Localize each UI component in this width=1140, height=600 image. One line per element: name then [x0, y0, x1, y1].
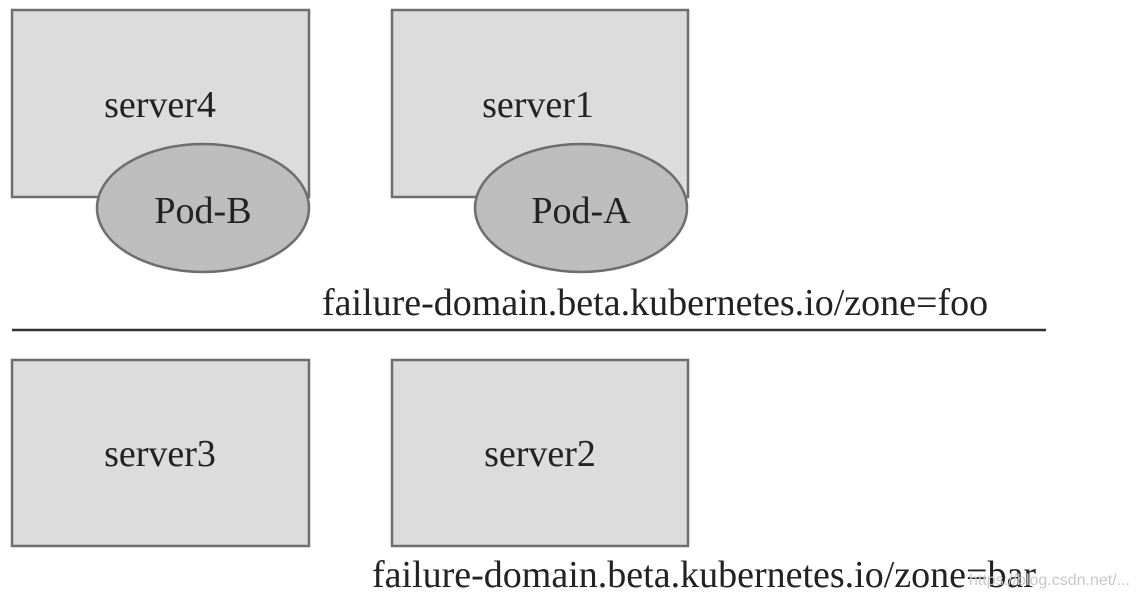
server1-label: server1 [482, 84, 594, 126]
server-node: server2 [390, 358, 690, 548]
server3-box [10, 358, 311, 548]
server-node: server1 Pod-A [390, 8, 690, 274]
server3-label: server3 [104, 433, 216, 475]
zone-foo: server4 Pod-B server1 Pod-A failure-doma… [10, 8, 988, 324]
server-node: server3 [10, 358, 311, 548]
pod-b-label: Pod-B [154, 190, 251, 232]
server2-label: server2 [484, 433, 596, 475]
server-node: server4 Pod-B [10, 8, 311, 274]
watermark-text: https://blog.csdn.net/... [969, 572, 1130, 589]
zone-bar: server3 server2 failure-domain.beta.kube… [10, 358, 1036, 596]
zone-foo-label: failure-domain.beta.kubernetes.io/zone=f… [322, 282, 988, 324]
zone-bar-label: failure-domain.beta.kubernetes.io/zone=b… [372, 554, 1036, 596]
pod-b-ellipse [95, 142, 311, 274]
server2-box [390, 358, 690, 548]
server4-label: server4 [104, 84, 216, 126]
pod-a-ellipse [473, 142, 689, 274]
pod-a-label: Pod-A [531, 190, 631, 232]
